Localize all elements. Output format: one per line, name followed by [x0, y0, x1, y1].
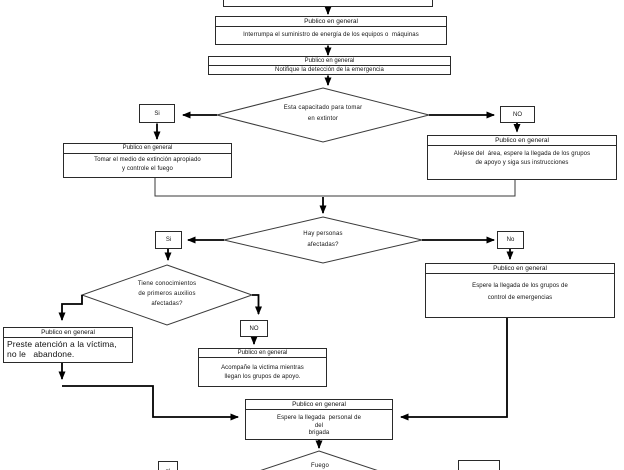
label-no-fuego: [458, 460, 500, 470]
box-header: Publico en general: [4, 328, 132, 339]
box-acompane-victima: Publico en general Acompañe la victima m…: [198, 348, 327, 387]
box-header: Publico en general: [426, 264, 614, 275]
box-header: Publico en general: [428, 136, 616, 147]
path-right-to-brigada: [400, 318, 508, 421]
box-header: Publico en general: [64, 144, 231, 154]
decision-fuego: Fuego: [310, 463, 329, 469]
box-body: Notifique la detección de la emergencia: [275, 67, 384, 73]
decision-diamond-fuego: [260, 450, 378, 470]
label-no-afectadas: No: [497, 231, 524, 249]
start-box-notificar-brigadistas: Notificar a los brigadistas: [223, 0, 433, 7]
decision-diamond-personas-afectadas: [223, 216, 423, 264]
box-preste-atencion-victima: Publico en general Preste atención a la …: [3, 327, 133, 363]
merge-connector-row2: [154, 178, 516, 197]
box-header: Publico en general: [246, 400, 392, 411]
decision-capacitado-extintor: Esta capacitado para tomar en extintor: [283, 105, 363, 122]
box-espere-grupos-control: Publico en general Espere la llegada de …: [425, 263, 615, 318]
decision-diamond-primeros-auxilios: [80, 264, 254, 326]
arrow-d3-yes-step: [58, 295, 83, 321]
decision-hay-personas-afectadas: Hay personas afectadas?: [303, 231, 343, 248]
label-si-afectadas: Si: [155, 231, 182, 249]
box-body: Interrumpa el suministro de energía de l…: [243, 32, 419, 39]
box-body: Notificar a los brigadistas: [224, 0, 432, 6]
box-header: Publico en general: [216, 17, 446, 28]
box-tomar-medio-extincion: Publico en general Tomar el medio de ext…: [63, 143, 232, 178]
decision-conocimientos-primeros-auxilios: Tiene conocimientos de primeros auxilios…: [137, 281, 197, 307]
box-espere-personal-brigada: Publico en general Espere la llegada per…: [245, 399, 393, 440]
arrow-d3-no-step: [252, 294, 262, 315]
box-header: Publico en general: [199, 349, 326, 358]
box-notifique-deteccion: Publico en general Notifique la detecció…: [208, 56, 451, 75]
decision-diamond-extintor: [216, 87, 430, 143]
box-interrumpa-suministro: Publico en general Interrumpa el suminis…: [215, 16, 447, 45]
label-no-extintor: NO: [500, 106, 535, 123]
label-no-primeros-auxilios: NO: [240, 320, 268, 337]
path-left-to-brigada: [62, 385, 239, 421]
box-header: Publico en general: [209, 57, 450, 66]
label-si-fuego: si: [158, 461, 178, 470]
box-alejese-area: Publico en general Aléjese del área, esp…: [427, 135, 617, 180]
label-si-extintor: Si: [139, 104, 175, 123]
